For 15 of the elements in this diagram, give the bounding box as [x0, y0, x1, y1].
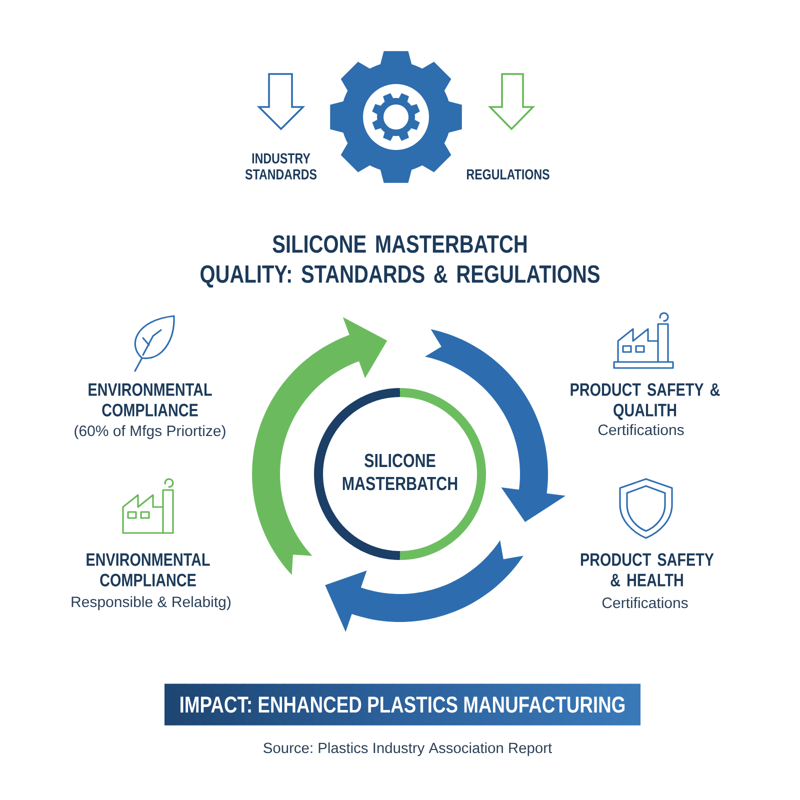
category-note: (60% of Mfgs Priortize)	[74, 425, 226, 440]
category-note: Responsible & Relabitg)	[72, 596, 230, 610]
source-note: Source: Plastics Industry Association Report	[264, 742, 552, 756]
impact-banner: IMPACT: ENHANCED PLASTICS MANUFACTURING	[164, 684, 640, 726]
arrow-label: INDUSTRY STANDARDS	[245, 153, 317, 180]
category-heading: PRODUCT SAFETY & QUALITH	[570, 383, 720, 420]
arrow-label: REGULATIONS	[467, 169, 550, 180]
category-heading: PRODUCT SAFETY & HEALTH	[580, 553, 714, 586]
category-note: Certifications	[598, 424, 684, 436]
title: SILICONE MASTERBATCH QUALITY: STANDARDS & REGULATIONS	[200, 235, 600, 288]
center-ring: SILICONE MASTERBATCH	[314, 388, 486, 560]
category-heading: ENVIRONMENTAL COMPLIANCE	[86, 553, 210, 586]
node-label: IMPACT: ENHANCED PLASTICS MANUFACTURING	[180, 696, 625, 713]
category-note: Certifications	[602, 597, 688, 608]
category-heading: ENVIRONMENTAL COMPLIANCE	[88, 383, 212, 416]
